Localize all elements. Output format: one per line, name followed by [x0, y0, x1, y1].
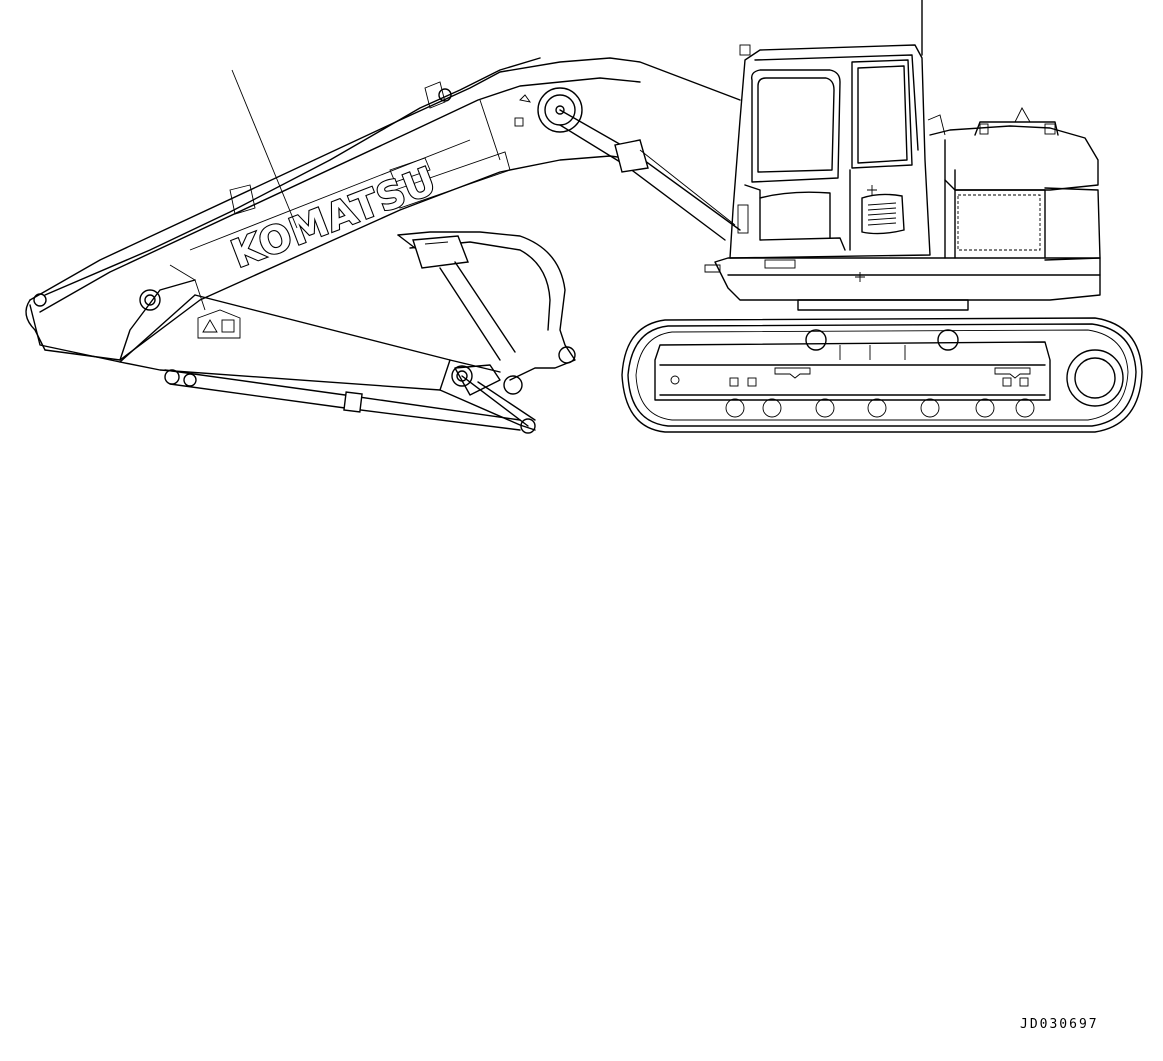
cab	[729, 0, 931, 259]
leader-line	[231, 69, 298, 229]
drawing-code: JD030697	[1020, 1017, 1099, 1032]
komatsu-logo-decal: KOMATSU	[224, 157, 443, 277]
track-assembly	[621, 317, 1143, 433]
engine-hood	[927, 107, 1101, 261]
upper-frame	[704, 257, 1101, 311]
boom-cylinder	[559, 109, 741, 241]
bucket	[397, 231, 576, 381]
logo-text: KOMATSU	[225, 158, 442, 276]
arm	[29, 294, 536, 434]
